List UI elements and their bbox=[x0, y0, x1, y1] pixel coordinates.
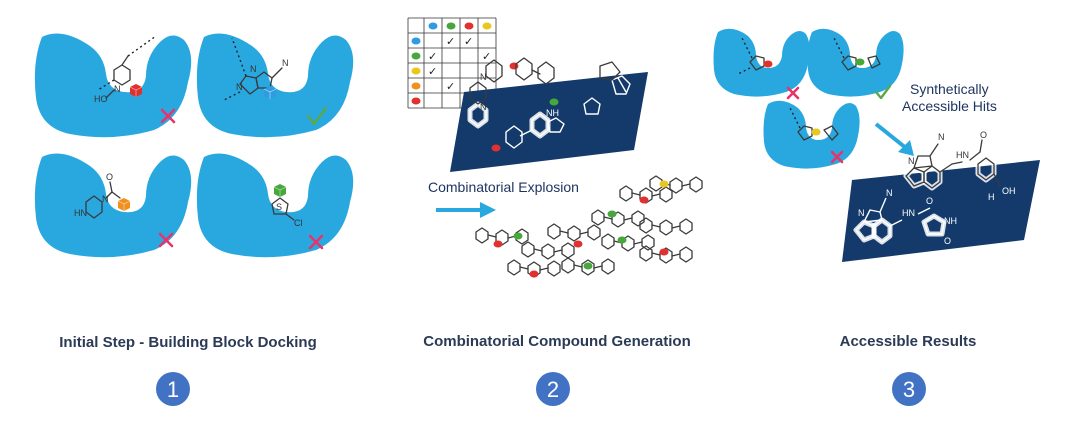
binding-pocket-icon bbox=[763, 100, 860, 169]
atom-label: OH bbox=[1002, 186, 1016, 196]
step-2-caption: Combinatorial Compound Generation bbox=[423, 333, 691, 350]
atom-label: N bbox=[102, 194, 109, 204]
svg-text:✓: ✓ bbox=[464, 35, 473, 48]
atom-label: N bbox=[250, 64, 257, 74]
binding-pocket-icon bbox=[713, 28, 810, 97]
cross-mark-icon bbox=[158, 232, 174, 248]
atom-label: HN bbox=[902, 208, 915, 218]
step-1-number: 1 bbox=[167, 377, 179, 402]
check-mark-icon bbox=[874, 84, 892, 100]
cross-mark-icon bbox=[308, 234, 324, 250]
cross-mark-icon bbox=[786, 86, 800, 100]
step-2: Combinatorial Compound Generation 2 bbox=[423, 333, 691, 406]
atom-label: O bbox=[980, 130, 987, 140]
building-block-cube-icon bbox=[117, 197, 131, 212]
atom-label: N bbox=[236, 82, 243, 92]
step-3: Accessible Results 3 bbox=[840, 333, 977, 406]
atom-label: Cl bbox=[294, 218, 303, 228]
atom-label: N bbox=[938, 132, 945, 142]
docked-molecules: NH bbox=[467, 75, 631, 149]
step-3-number: 3 bbox=[903, 377, 915, 402]
atom-label: N bbox=[886, 188, 893, 198]
svg-text:✓: ✓ bbox=[428, 50, 437, 63]
hit-compound-1: N N HN O H OH bbox=[903, 130, 1016, 202]
atom-label: N bbox=[858, 208, 865, 218]
atom-label: HN bbox=[956, 150, 969, 160]
panel-accessible-results: Synthetically Accessible Hits N N HN O bbox=[713, 28, 1040, 262]
step-3-badge bbox=[892, 372, 926, 406]
step-1: Initial Step - Building Block Docking 1 bbox=[59, 334, 317, 406]
binding-pocket-icon: S Cl bbox=[196, 153, 354, 258]
step-1-badge bbox=[156, 372, 190, 406]
cross-mark-icon bbox=[830, 150, 844, 164]
hits-label-line1: Synthetically bbox=[910, 81, 989, 97]
step-2-badge bbox=[536, 372, 570, 406]
atom-label: N bbox=[908, 156, 915, 166]
svg-text:✓: ✓ bbox=[482, 50, 491, 63]
atom-label: S bbox=[276, 202, 282, 212]
step-2-number: 2 bbox=[547, 377, 559, 402]
atom-label: O bbox=[106, 172, 113, 182]
atom-label: N bbox=[114, 84, 121, 94]
atom-label: HO bbox=[94, 94, 108, 104]
cross-mark-icon bbox=[160, 108, 176, 124]
atom-label: N bbox=[480, 72, 487, 82]
atom-label: N bbox=[480, 102, 487, 112]
building-block-cube-icon bbox=[273, 183, 287, 198]
atom-label: NH bbox=[944, 216, 957, 226]
hit-compound-2: N N HN O NH O bbox=[853, 188, 957, 246]
arrow-icon bbox=[436, 202, 496, 218]
atom-label: NH bbox=[546, 108, 559, 118]
atom-label: O bbox=[944, 236, 951, 246]
atom-label: H bbox=[988, 192, 995, 202]
svg-text:✓: ✓ bbox=[446, 35, 455, 48]
arrow-icon bbox=[874, 122, 914, 156]
step-1-caption: Initial Step - Building Block Docking bbox=[59, 334, 317, 351]
binding-pocket-icon: N N N bbox=[196, 33, 354, 138]
combination-matrix: ✓ ✓ ✓ ✓ ✓ ✓ bbox=[407, 17, 497, 109]
svg-text:✓: ✓ bbox=[446, 80, 455, 93]
hits-label-line2: Accessible Hits bbox=[902, 98, 997, 114]
binding-pocket-icon: HN N O bbox=[34, 153, 192, 258]
atom-label: N bbox=[282, 58, 289, 68]
binding-pocket-icon bbox=[807, 28, 904, 97]
panel-building-block-docking: HO N N N N HN bbox=[34, 33, 354, 258]
combinatorial-explosion-label: Combinatorial Explosion bbox=[428, 179, 579, 195]
svg-text:✓: ✓ bbox=[428, 65, 437, 78]
step-3-caption: Accessible Results bbox=[840, 333, 977, 350]
binding-pocket-icon: HO N bbox=[34, 33, 192, 138]
atom-label: HN bbox=[74, 208, 87, 218]
atom-label: O bbox=[926, 196, 933, 206]
check-mark-icon bbox=[306, 106, 328, 126]
panel-combinatorial-generation: ✓ ✓ ✓ ✓ ✓ ✓ NH N bbox=[407, 17, 703, 278]
